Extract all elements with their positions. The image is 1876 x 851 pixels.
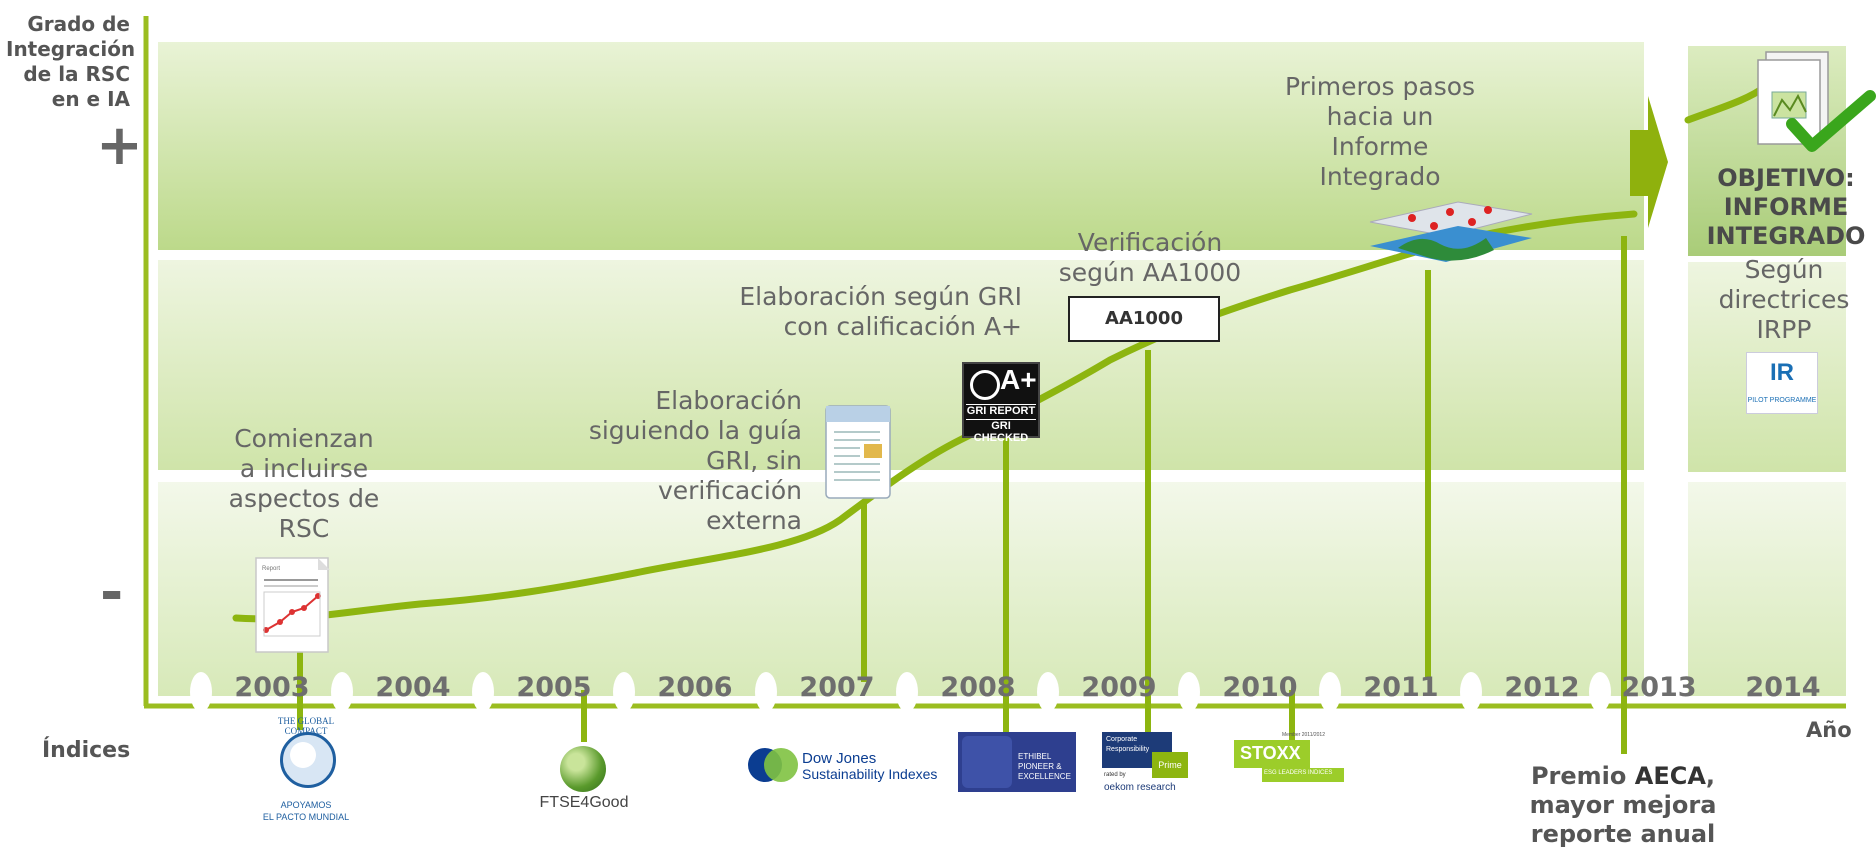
year-2004: 2004 — [375, 672, 451, 703]
ftse-text: FTSE4Good — [539, 794, 629, 811]
ethibel-logo: ETHIBEL PIONEER & EXCELLENCE — [958, 732, 1076, 792]
oekom-brand: oekom research — [1104, 782, 1176, 793]
milestone-stems — [297, 236, 1627, 754]
ethibel-line2: PIONEER & — [1018, 762, 1062, 771]
stoxx-member: Member 2011/2012 — [1282, 732, 1325, 738]
band-low — [158, 482, 1644, 696]
x-axis-label: Año — [1806, 718, 1852, 742]
integrated-report-check-icon — [1757, 51, 1876, 152]
ftse-globe-icon — [560, 746, 606, 792]
stoxx-caption: ESG LEADERS INDICES — [1264, 770, 1333, 776]
stoxx-logo: STOXX Member 2011/2012 ESG LEADERS INDIC… — [1234, 732, 1344, 788]
milestone-2011-text: Primeros pasos hacia un Informe Integrad… — [1284, 72, 1476, 191]
gri-badge-globe — [970, 370, 1000, 400]
stoxx-brand: STOXX — [1240, 743, 1301, 763]
report-document-icon — [255, 557, 330, 653]
oekom-prime-badge: Prime — [1152, 752, 1188, 778]
oekom-rated: rated by — [1104, 772, 1126, 778]
objective-subtitle: Según directrices IRPP — [1718, 255, 1850, 344]
premio-bold: AECA — [1634, 762, 1706, 790]
indices-label: Índices — [42, 738, 131, 763]
global-compact-line2: EL PACTO MUNDIAL — [262, 812, 350, 822]
year-2012: 2012 — [1504, 672, 1580, 703]
year-2005: 2005 — [516, 672, 592, 703]
ir-logo-text: IR — [1770, 359, 1794, 386]
global-compact-ring: THE GLOBAL COMPACT — [277, 716, 335, 736]
ir-logo-caption: PILOT PROGRAMME — [1747, 397, 1817, 404]
year-separators — [190, 672, 1611, 712]
premio-rest: , mayor mejora reporte anual — [1529, 762, 1717, 848]
ftse4good-logo: FTSE4Good — [534, 742, 634, 818]
milestone-2007-text: Elaboración siguiendo la guía GRI, sin v… — [588, 386, 802, 535]
objective-band-low — [1688, 482, 1846, 696]
year-2010: 2010 — [1222, 672, 1298, 703]
dow-jones-line2: Sustainability Indexes — [802, 766, 938, 782]
ethibel-line3: EXCELLENCE — [1018, 772, 1071, 781]
year-2013: 2013 — [1621, 672, 1697, 703]
y-axis-plus-marker: + — [96, 113, 143, 178]
year-2006: 2006 — [657, 672, 733, 703]
y-axis-label: Grado de Integración de la RSC en e IA — [6, 12, 136, 111]
milestone-2003-text: Comienzan a incluirse aspectos de RSC — [228, 424, 380, 543]
year-2003: 2003 — [234, 672, 310, 703]
oekom-logo: Corporate Responsibility Prime rated by … — [1100, 732, 1196, 798]
ethibel-line1: ETHIBEL — [1018, 752, 1052, 761]
premio-prefix: Premio — [1530, 762, 1635, 790]
map-layers-icon — [1369, 201, 1533, 262]
dow-jones-logo: Dow Jones Sustainability Indexes — [746, 744, 956, 792]
document-icon-2007 — [825, 405, 891, 499]
milestone-2009-text: Verificación según AA1000 — [1058, 228, 1242, 287]
gri-badge-grade: A+ — [1000, 364, 1037, 395]
stoxx-box — [1234, 740, 1310, 768]
dow-jones-circle-icon-2 — [764, 748, 798, 782]
global-compact-logo: THE GLOBAL COMPACT APOYAMOS EL PACTO MUN… — [256, 716, 356, 830]
ir-logo-icon: IR PILOT PROGRAMME — [1746, 352, 1818, 414]
y-axis-minus-marker: - — [100, 560, 124, 625]
progress-arrow — [1630, 96, 1668, 228]
ethibel-figure-icon — [962, 736, 1012, 788]
gri-badge-line2: GRI CHECKED — [966, 419, 1036, 444]
objective-title: OBJETIVO: INFORME INTEGRADO — [1706, 164, 1866, 250]
year-2014: 2014 — [1745, 672, 1821, 703]
year-2009: 2009 — [1081, 672, 1157, 703]
dow-jones-line1: Dow Jones — [802, 750, 877, 767]
oekom-line2: Responsibility — [1106, 746, 1150, 753]
oekom-line1: Corporate — [1106, 736, 1138, 743]
global-compact-globe-icon — [280, 732, 336, 788]
year-2007: 2007 — [799, 672, 875, 703]
milestone-2008-text: Elaboración según GRI con calificación A… — [739, 282, 1022, 341]
stoxx-caption-box — [1262, 768, 1344, 782]
global-compact-line1: APOYAMOS — [280, 800, 332, 810]
report-doc-label: Report — [262, 566, 281, 572]
band-middle — [158, 260, 1644, 470]
year-2008: 2008 — [940, 672, 1016, 703]
gri-badge-icon: A+ GRI REPORT GRI CHECKED — [962, 362, 1040, 444]
gri-badge-line1: GRI REPORT — [966, 404, 1036, 417]
year-2011: 2011 — [1363, 672, 1439, 703]
premio-aeca-text: Premio AECA, mayor mejora reporte anual — [1528, 762, 1718, 849]
aa1000-badge: AA1000 — [1068, 296, 1220, 342]
band-high — [158, 42, 1644, 250]
